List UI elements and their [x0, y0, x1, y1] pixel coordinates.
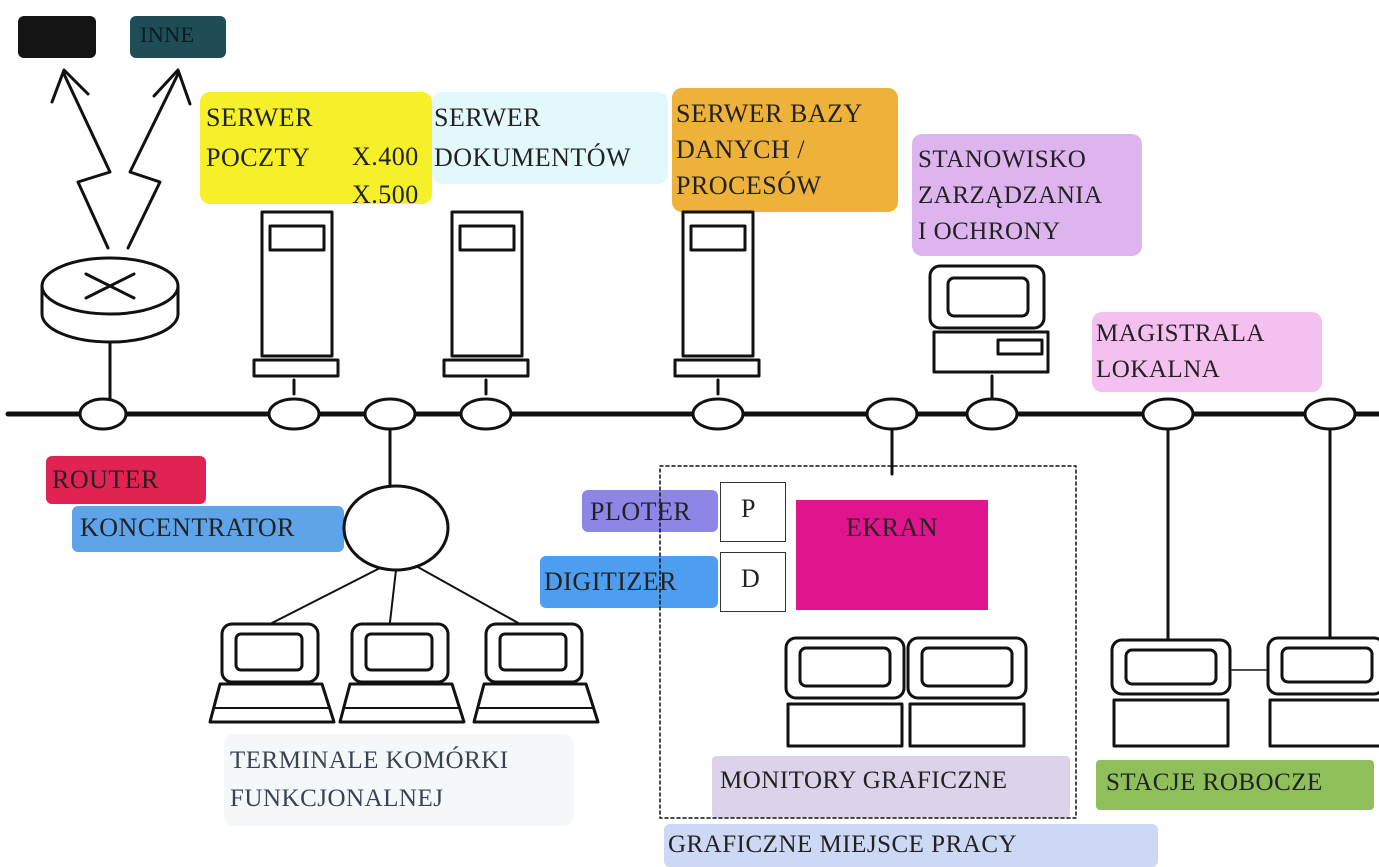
monitory-label: MONITORY GRAFICZNE — [720, 767, 1008, 794]
graficzne-miejsce-box — [664, 824, 1158, 867]
x400-x500-label: X.400 X.500 — [352, 142, 419, 209]
router-label: ROUTER — [52, 465, 159, 494]
bus-tap-stacja-1 — [1141, 397, 1195, 431]
zigzag-arrow-right — [126, 72, 180, 250]
bus-tap-router — [78, 397, 128, 431]
terminale-label: TERMINALE KOMÓRKI FUNKCJONALNEJ — [230, 747, 509, 812]
management-workstation — [928, 264, 1050, 400]
terminale-label-box — [224, 734, 574, 826]
digitizer-device: D — [720, 552, 786, 612]
router-icon — [40, 256, 180, 402]
serwer-bazy-box — [672, 88, 898, 212]
monitory-box — [712, 756, 1070, 818]
digitizer-box — [540, 556, 718, 608]
terminal-3 — [472, 622, 600, 724]
bus-tap-serwer-dokumentow — [459, 397, 513, 431]
graphic-monitor-2 — [906, 636, 1028, 748]
bus-tap-stacja-2 — [1303, 397, 1357, 431]
stanowisko-box — [912, 134, 1142, 256]
external-network-black-box — [18, 16, 96, 58]
graphic-monitor-1 — [784, 636, 906, 748]
ekran-label: EKRAN — [846, 513, 939, 542]
inne-label: INNE — [140, 22, 195, 47]
serwer-dokumentow-box — [432, 92, 668, 184]
ploter-device: P — [720, 482, 786, 542]
ekran-box — [796, 500, 988, 610]
koncentrator-hub — [342, 484, 450, 572]
koncentrator-box — [72, 506, 344, 552]
workstation-2 — [1266, 636, 1379, 748]
terminal-1 — [208, 622, 336, 724]
digitizer-letter: D — [741, 564, 761, 593]
inne-box — [130, 16, 226, 58]
bus-tap-stanowisko — [965, 397, 1019, 431]
stanowisko-label: STANOWISKO ZARZĄDZANIA I OCHRONY — [918, 146, 1103, 245]
ploter-box — [582, 490, 718, 532]
server-tower-bazy — [673, 210, 761, 396]
graficzne-miejsce-label: GRAFICZNE MIEJSCE PRACY — [668, 831, 1018, 858]
bus-tap-serwer-poczty — [267, 397, 321, 431]
serwer-poczty-box — [200, 92, 432, 204]
bus-tap-serwer-bazy — [691, 397, 745, 431]
stacje-label: STACJE ROBOCZE — [1106, 769, 1323, 796]
zigzag-arrow-left — [62, 72, 112, 250]
bus-tap-ekran — [865, 397, 919, 431]
ploter-label: PLOTER — [590, 497, 692, 526]
terminal-2 — [338, 622, 466, 724]
serwer-dokumentow-label: SERWER DOKUMENTÓW — [434, 103, 632, 172]
magistrala-box — [1092, 312, 1322, 392]
workstation-1 — [1110, 638, 1232, 748]
koncentrator-label: KONCENTRATOR — [80, 513, 295, 542]
digitizer-label: DIGITIZER — [544, 567, 678, 596]
serwer-poczty-label: SERWER POCZTY — [206, 103, 314, 172]
serwer-bazy-label: SERWER BAZY DANYCH / PROCESÓW — [676, 99, 863, 200]
server-tower-dokumentow — [442, 210, 530, 396]
router-box — [46, 456, 206, 504]
server-tower-poczty — [252, 210, 340, 396]
bus-tap-koncentrator — [363, 397, 417, 431]
ploter-letter: P — [741, 494, 756, 523]
stacje-box — [1096, 760, 1374, 810]
magistrala-label: MAGISTRALA LOKALNA — [1096, 320, 1265, 383]
